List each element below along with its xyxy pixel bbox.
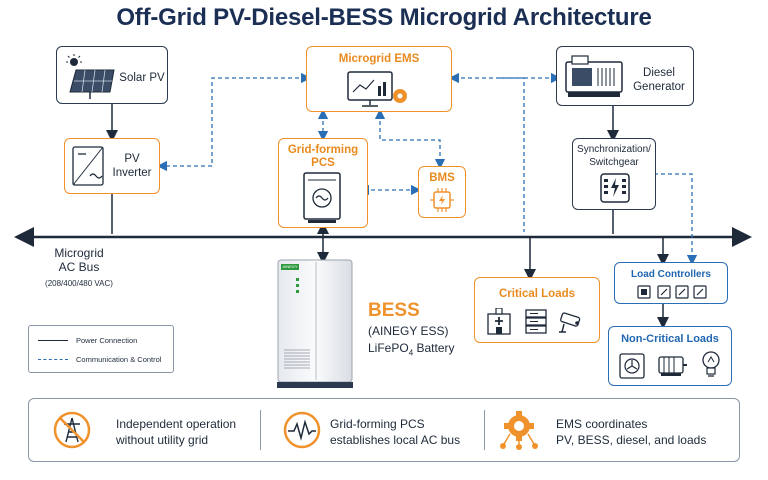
waveform-icon xyxy=(283,411,321,449)
feature-divider-1 xyxy=(260,410,261,450)
hvac-icon xyxy=(619,353,645,379)
bess-chemistry-suffix: Battery xyxy=(413,341,455,355)
bess-subtitle: (AINEGY ESS) xyxy=(368,324,449,338)
cabinet-badge: AINEGY xyxy=(282,264,298,269)
pv-inverter-label-2: Inverter xyxy=(112,167,152,179)
comm-ems-to-pv-inverter xyxy=(156,72,312,172)
load-controllers-box xyxy=(614,262,728,304)
load-controller-switches-icon xyxy=(637,285,707,299)
inverter-icon xyxy=(72,146,104,186)
legend-comm-line xyxy=(38,359,68,360)
comm-ems-to-bms xyxy=(374,108,446,170)
no-grid-icon xyxy=(53,411,91,449)
ac-bus-voltage: (208/400/480 VAC) xyxy=(45,279,113,288)
generator-icon xyxy=(565,55,623,97)
feature-3-line-1: EMS coordinates xyxy=(556,417,648,431)
light-bulb-icon xyxy=(702,351,720,377)
network-gear-icon xyxy=(500,411,538,450)
pcs-label-2: PCS xyxy=(311,157,335,169)
ac-bus-label-2: AC Bus xyxy=(58,260,100,274)
bess-title: BESS xyxy=(368,300,420,321)
comm-sync-to-loadctrl xyxy=(654,173,698,266)
solar-panel-icon xyxy=(66,54,115,99)
diesel-label-1: Diesel xyxy=(643,67,675,79)
pv-inverter-label-1: PV xyxy=(124,153,140,165)
pcs-label-1: Grid-forming xyxy=(287,144,359,156)
switchgear-label-1: Synchronization/ xyxy=(577,144,651,155)
chip-icon xyxy=(430,188,454,212)
bess-chemistry-sub: 4 xyxy=(408,348,414,358)
comm-ems-to-loads xyxy=(500,77,525,232)
security-camera-icon xyxy=(559,312,581,333)
diesel-label-2: Generator xyxy=(633,81,685,93)
legend-power-label: Power Connection xyxy=(76,336,138,345)
server-icon xyxy=(525,309,547,334)
load-controllers-label: Load Controllers xyxy=(630,269,711,280)
critical-loads-label: Critical Loads xyxy=(498,288,576,300)
legend-comm-label: Communication & Control xyxy=(76,355,162,364)
bms-label: BMS xyxy=(429,172,455,184)
switchgear-label-2: Switchgear xyxy=(589,157,639,168)
pcs-cabinet-icon xyxy=(303,172,341,223)
hospital-icon xyxy=(487,308,511,335)
ac-bus-label-1: Microgrid xyxy=(54,246,104,260)
feature-1-line-1: Independent operation xyxy=(116,417,237,431)
switchgear-icon xyxy=(600,173,630,203)
page-title: Off-Grid PV-Diesel-BESS Microgrid Archit… xyxy=(116,4,652,31)
bess-chemistry-prefix: LiFePO xyxy=(368,341,409,355)
solar-pv-label: Solar PV xyxy=(119,72,165,84)
feature-2-line-2: establishes local AC bus xyxy=(330,433,461,447)
bess-chemistry: LiFePO4 Battery xyxy=(368,341,455,357)
bess-cabinet-icon xyxy=(277,259,353,388)
legend xyxy=(28,325,174,373)
legend-power-line xyxy=(38,340,68,341)
ems-label: Microgrid EMS xyxy=(338,53,420,65)
feature-1-line-2: without utility grid xyxy=(116,433,209,447)
noncritical-loads-label: Non-Critical Loads xyxy=(621,333,719,345)
feature-2-line-1: Grid-forming PCS xyxy=(330,417,425,431)
features-bar xyxy=(28,398,740,462)
ems-monitor-icon xyxy=(347,71,407,107)
motor-icon xyxy=(658,356,687,376)
feature-divider-2 xyxy=(484,410,485,450)
feature-3-line-2: PV, BESS, diesel, and loads xyxy=(556,433,707,447)
